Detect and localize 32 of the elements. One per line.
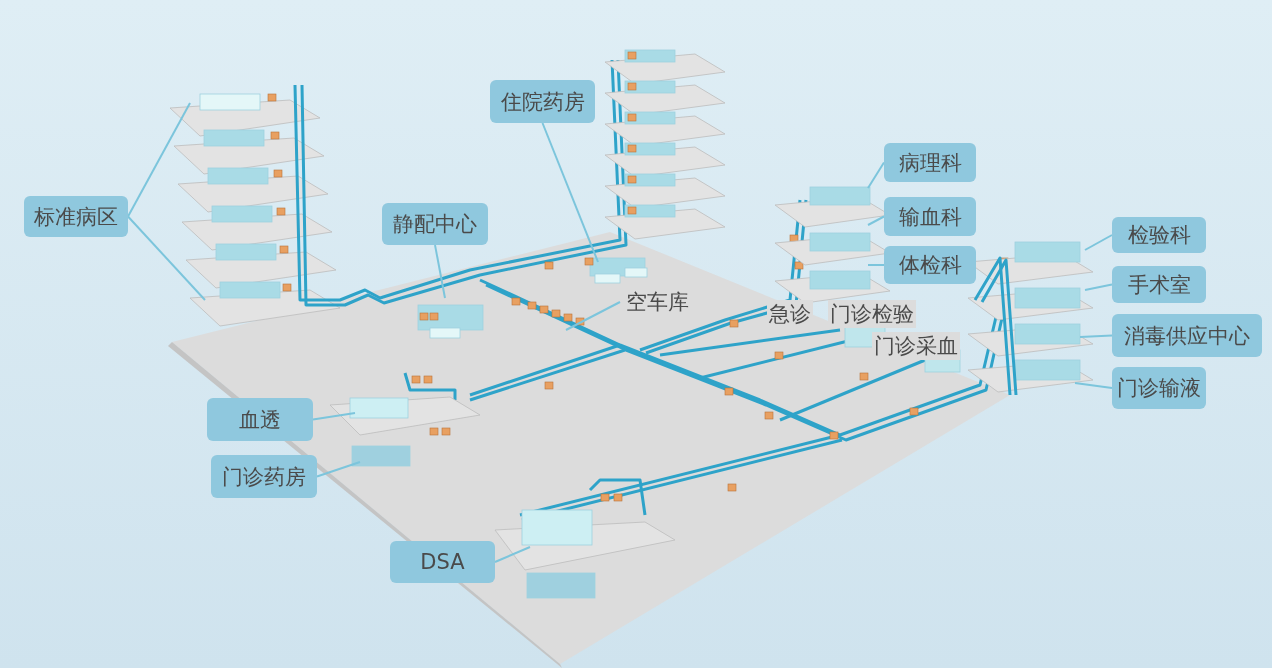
department-label: 输血科 <box>884 197 976 236</box>
leader-line <box>867 161 885 189</box>
department-label: 住院药房 <box>490 80 595 123</box>
department-label: 门诊输液 <box>1112 367 1206 409</box>
leader-line <box>127 215 206 301</box>
leader-line <box>1079 334 1113 338</box>
leader-line <box>127 102 191 218</box>
leader-line <box>565 301 621 331</box>
department-label: 检验科 <box>1112 217 1206 253</box>
leader-line <box>312 412 356 421</box>
area-label: 空车库 <box>620 287 695 317</box>
department-label: 血透 <box>207 398 313 441</box>
department-label: DSA <box>390 541 495 583</box>
department-label: 体检科 <box>884 246 976 284</box>
area-label: 门诊采血 <box>872 332 960 360</box>
area-label: 门诊检验 <box>828 300 916 328</box>
department-label: 手术室 <box>1112 266 1206 303</box>
leader-line <box>494 546 531 563</box>
leader-line <box>434 244 446 299</box>
department-label: 门诊药房 <box>211 455 317 498</box>
department-label: 消毒供应中心 <box>1112 314 1262 357</box>
leader-line <box>1084 283 1113 291</box>
leader-line <box>867 215 885 226</box>
leader-line <box>316 461 361 478</box>
area-label: 急诊 <box>767 300 813 328</box>
leader-line <box>541 122 599 263</box>
leader-line <box>867 264 885 266</box>
department-label: 标准病区 <box>24 196 128 237</box>
department-label: 病理科 <box>884 143 976 182</box>
leader-line <box>1074 382 1113 389</box>
leader-line <box>1084 234 1113 251</box>
department-label: 静配中心 <box>382 203 488 245</box>
